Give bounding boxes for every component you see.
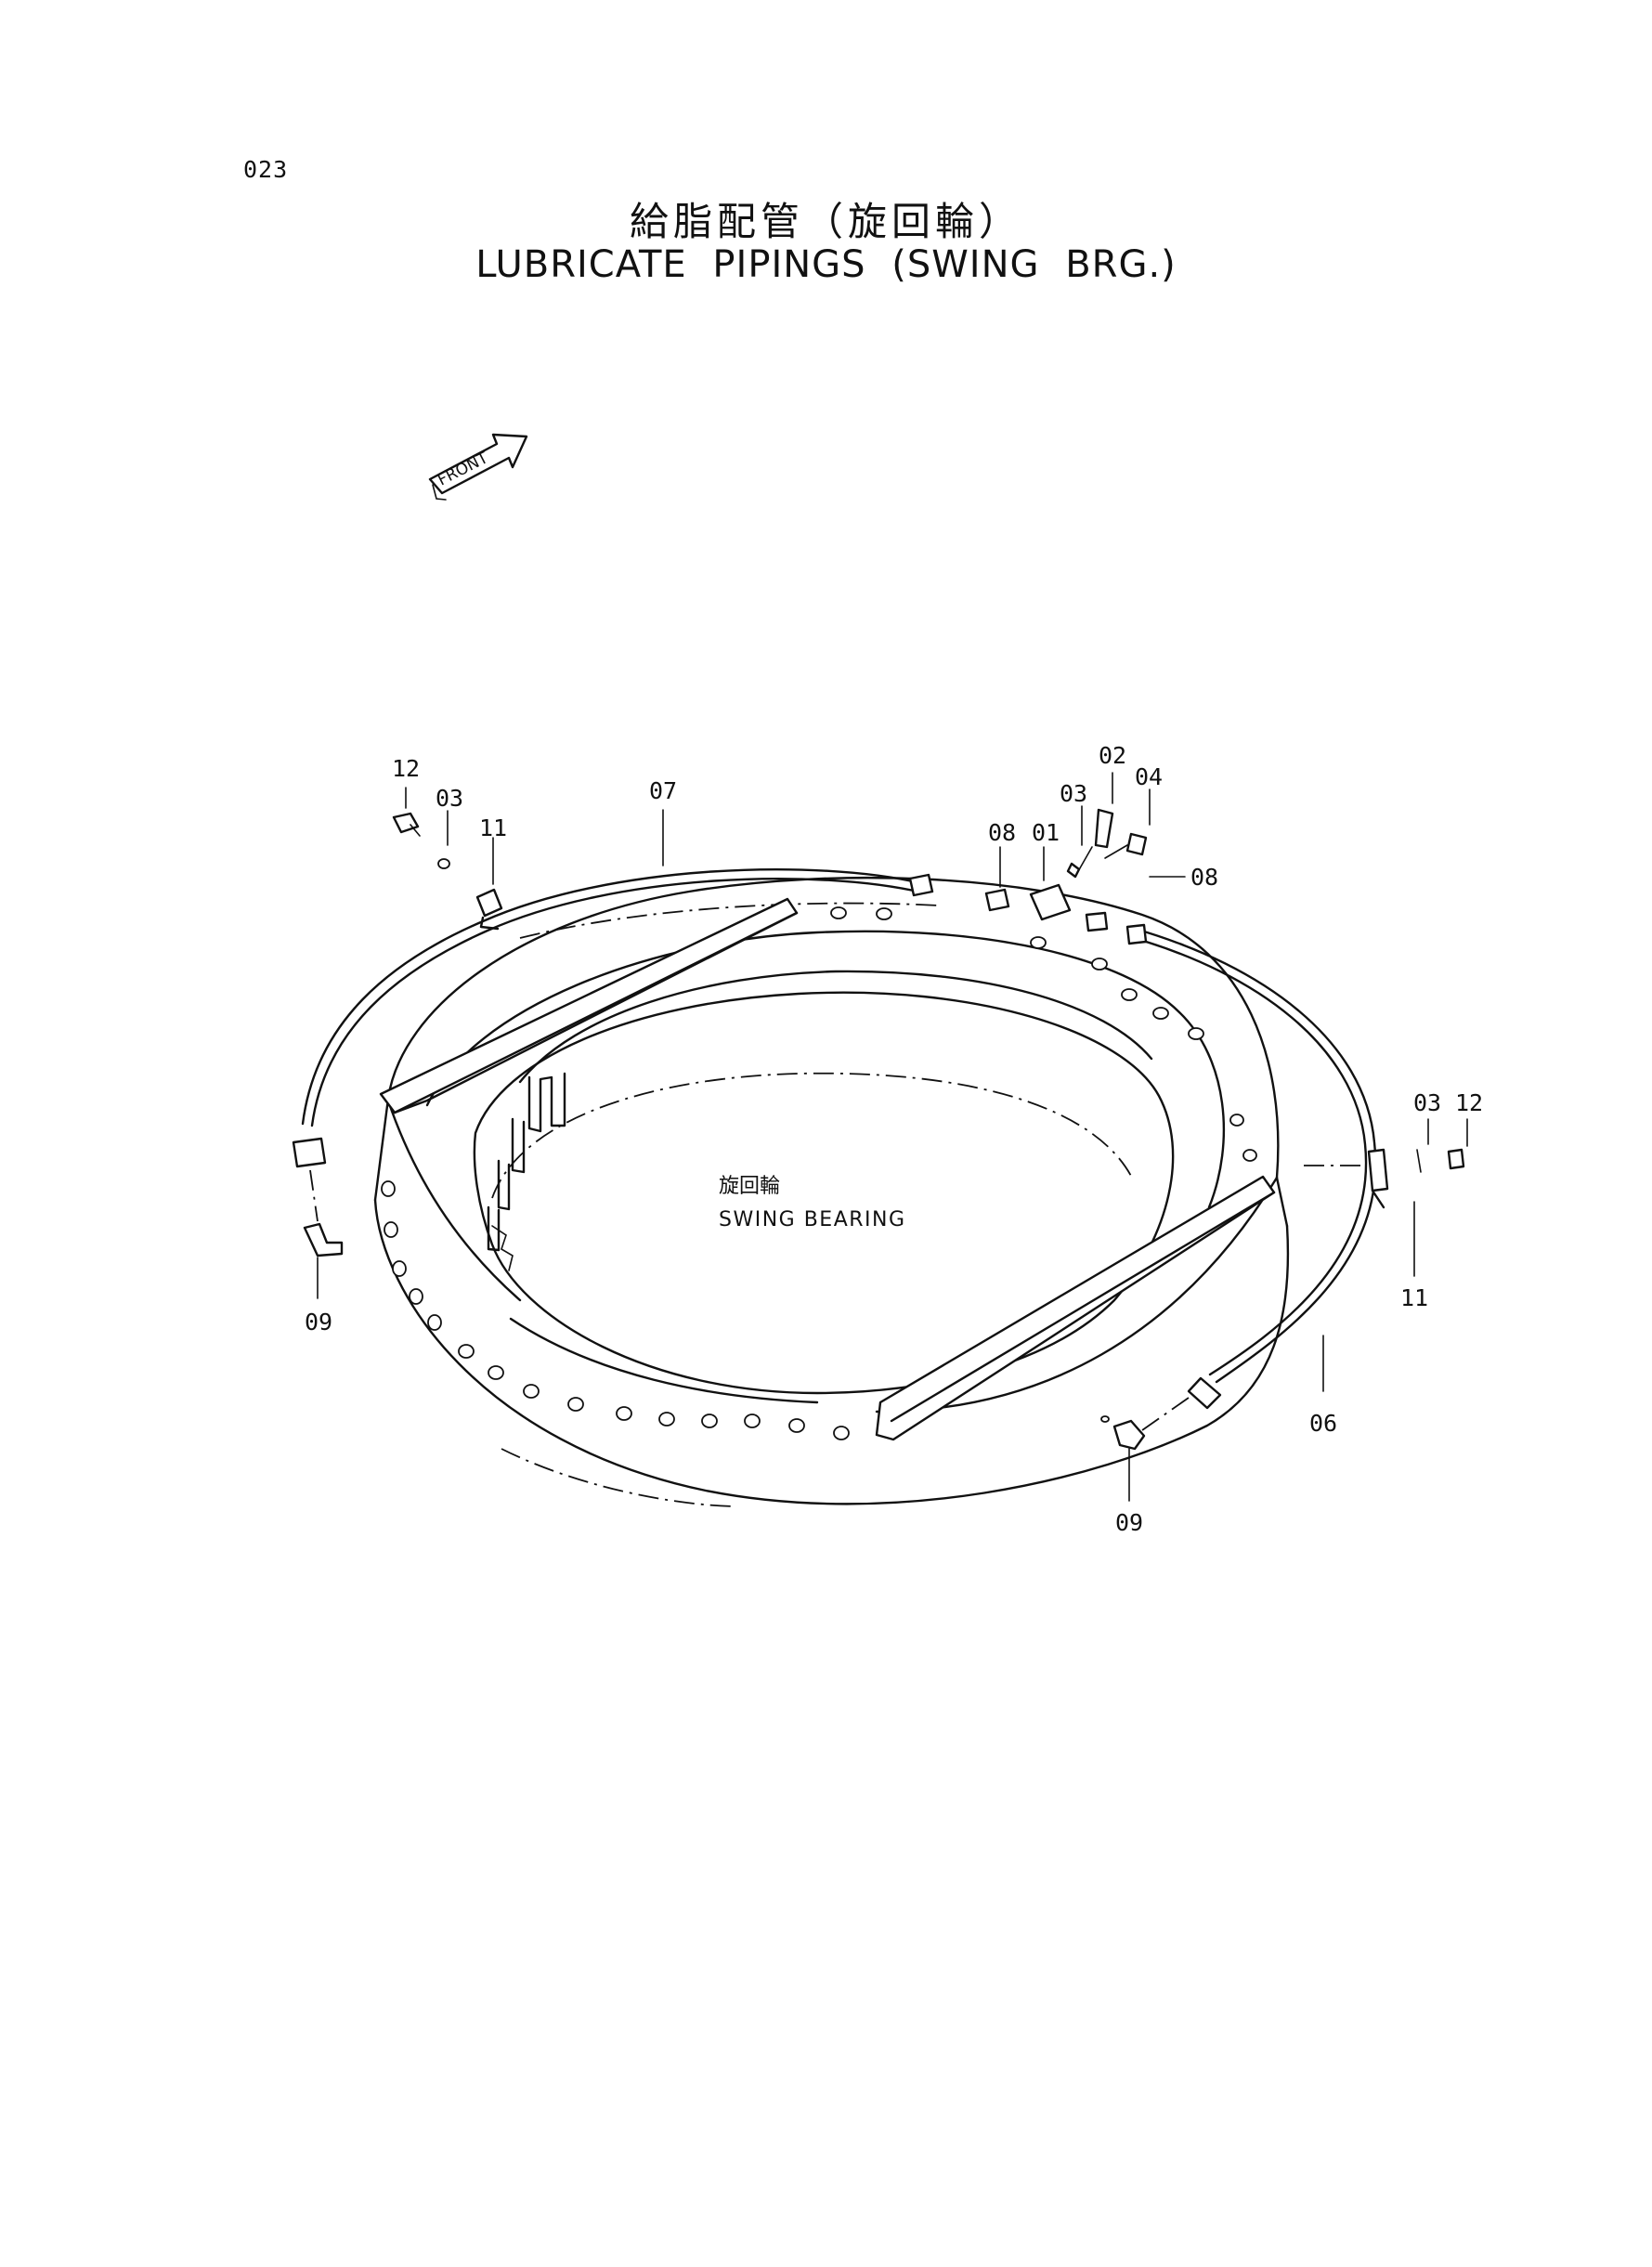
front-arrow-icon: FRONT	[428, 433, 528, 501]
callout-label: 06	[1309, 1410, 1337, 1437]
page-title-japanese: 給脂配管（旋回輪）	[629, 199, 1022, 244]
callout-label: 09	[1115, 1509, 1143, 1536]
pipe-07	[292, 868, 924, 1222]
callout-label: 08	[1190, 864, 1218, 891]
lower-support-beam	[875, 1175, 1276, 1441]
leader-lines	[317, 772, 1468, 1502]
callout-label: 03	[1413, 1089, 1441, 1116]
grease-fitting-assembly	[908, 808, 1148, 945]
callout-label: 11	[1400, 1284, 1428, 1311]
callout-label: 12	[1455, 1089, 1483, 1116]
callout-label: 09	[305, 1309, 332, 1335]
callout-label: 01	[1032, 819, 1060, 846]
page-title-english: LUBRICATE PIPINGS (SWING BRG.)	[475, 243, 1177, 286]
bolt-12-right	[1416, 1148, 1465, 1173]
bolt-holes	[381, 906, 1266, 1440]
front-arrow-label: FRONT	[435, 449, 491, 489]
gear-teeth	[487, 1072, 566, 1271]
pipe-06	[1132, 927, 1377, 1431]
bolt-12-left	[392, 812, 450, 869]
callout-label: 03	[1060, 780, 1087, 807]
callout-label: 12	[392, 755, 420, 782]
callout-label: 08	[988, 819, 1016, 846]
callout-label: 07	[649, 777, 677, 804]
swing-bearing	[373, 876, 1290, 1507]
upper-support-beam	[379, 897, 799, 1114]
callout-label: 04	[1135, 763, 1163, 790]
page-number: 023	[243, 156, 289, 183]
callout-label: 11	[479, 814, 507, 841]
clamp-left	[475, 888, 503, 931]
clamp-right	[1367, 1148, 1389, 1209]
callout-label: 02	[1099, 742, 1126, 769]
elbow-09-left	[303, 1222, 344, 1257]
elbow-09-right	[1100, 1415, 1146, 1451]
bearing-label-japanese: 旋回輪	[719, 1175, 780, 1198]
callout-label: 03	[436, 785, 463, 812]
bearing-label-english: SWING BEARING	[719, 1208, 906, 1231]
